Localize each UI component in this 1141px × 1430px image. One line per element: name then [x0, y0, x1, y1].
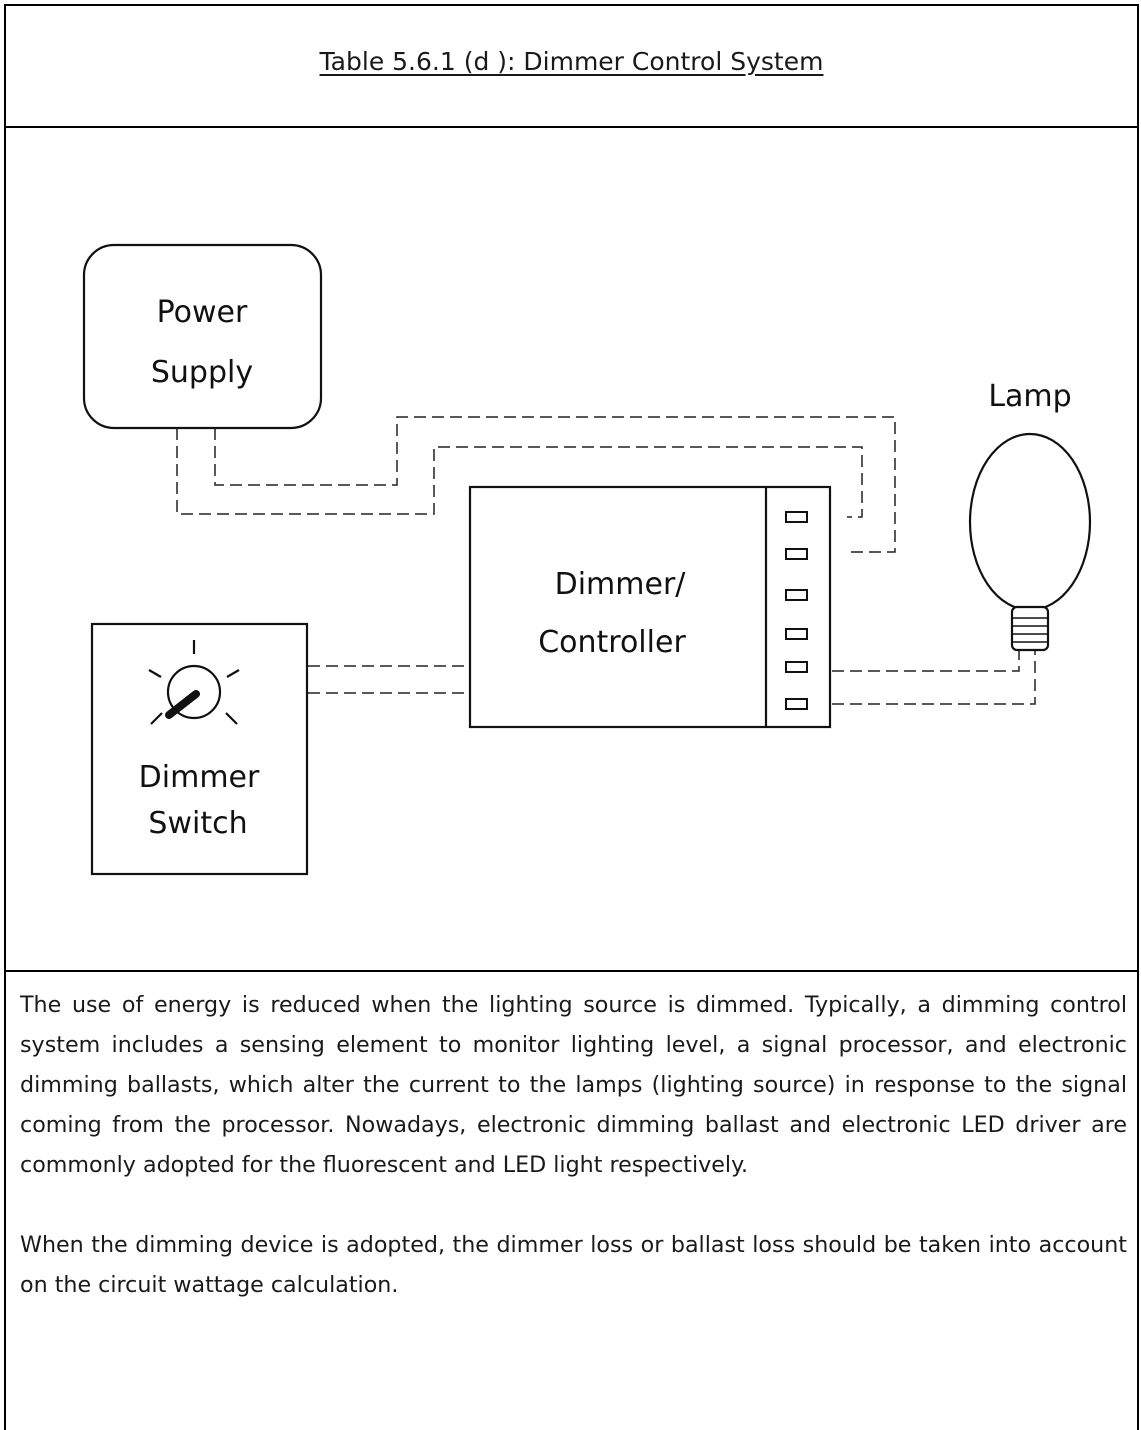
table-title: Table 5.6.1 (d ): Dimmer Control System — [319, 46, 824, 76]
switch-label-line1: Dimmer — [139, 760, 260, 795]
controller-terminals — [785, 511, 808, 710]
terminal-3 — [785, 589, 808, 601]
terminal-6 — [785, 698, 808, 710]
diagram-cell: Power Supply Dimmer/ Controller — [6, 128, 1137, 972]
table-frame: Table 5.6.1 (d ): Dimmer Control System — [4, 4, 1139, 1430]
knob-icon — [148, 640, 240, 725]
terminal-1 — [785, 511, 808, 523]
switch-wires — [308, 665, 468, 694]
power-supply-label-line1: Power — [157, 295, 248, 330]
controller-label-line2: Controller — [538, 625, 686, 660]
terminal-5 — [785, 661, 808, 673]
lamp-block: Lamp — [968, 379, 1092, 652]
terminal-2 — [785, 548, 808, 560]
controller-label-line1: Dimmer/ — [555, 567, 687, 602]
description-paragraph-1: The use of energy is reduced when the li… — [20, 992, 1127, 1178]
power-supply-label-line2: Supply — [151, 355, 253, 390]
bulb-icon — [968, 432, 1092, 652]
lamp-label: Lamp — [988, 379, 1071, 414]
dimmer-switch-block: Dimmer Switch — [90, 622, 309, 876]
power-wires — [176, 416, 896, 553]
description-paragraph-2: When the dimming device is adopted, the … — [20, 1232, 1127, 1298]
switch-label-line2: Switch — [148, 806, 247, 841]
power-supply-block: Power Supply — [82, 243, 323, 430]
terminal-4 — [785, 628, 808, 640]
dimmer-control-diagram: Power Supply Dimmer/ Controller — [82, 243, 1092, 876]
description-cell: The use of energy is reduced when the li… — [6, 972, 1137, 1305]
dimmer-controller-block: Dimmer/ Controller — [468, 485, 832, 729]
title-cell: Table 5.6.1 (d ): Dimmer Control System — [6, 6, 1137, 128]
lamp-wires — [832, 650, 1036, 705]
